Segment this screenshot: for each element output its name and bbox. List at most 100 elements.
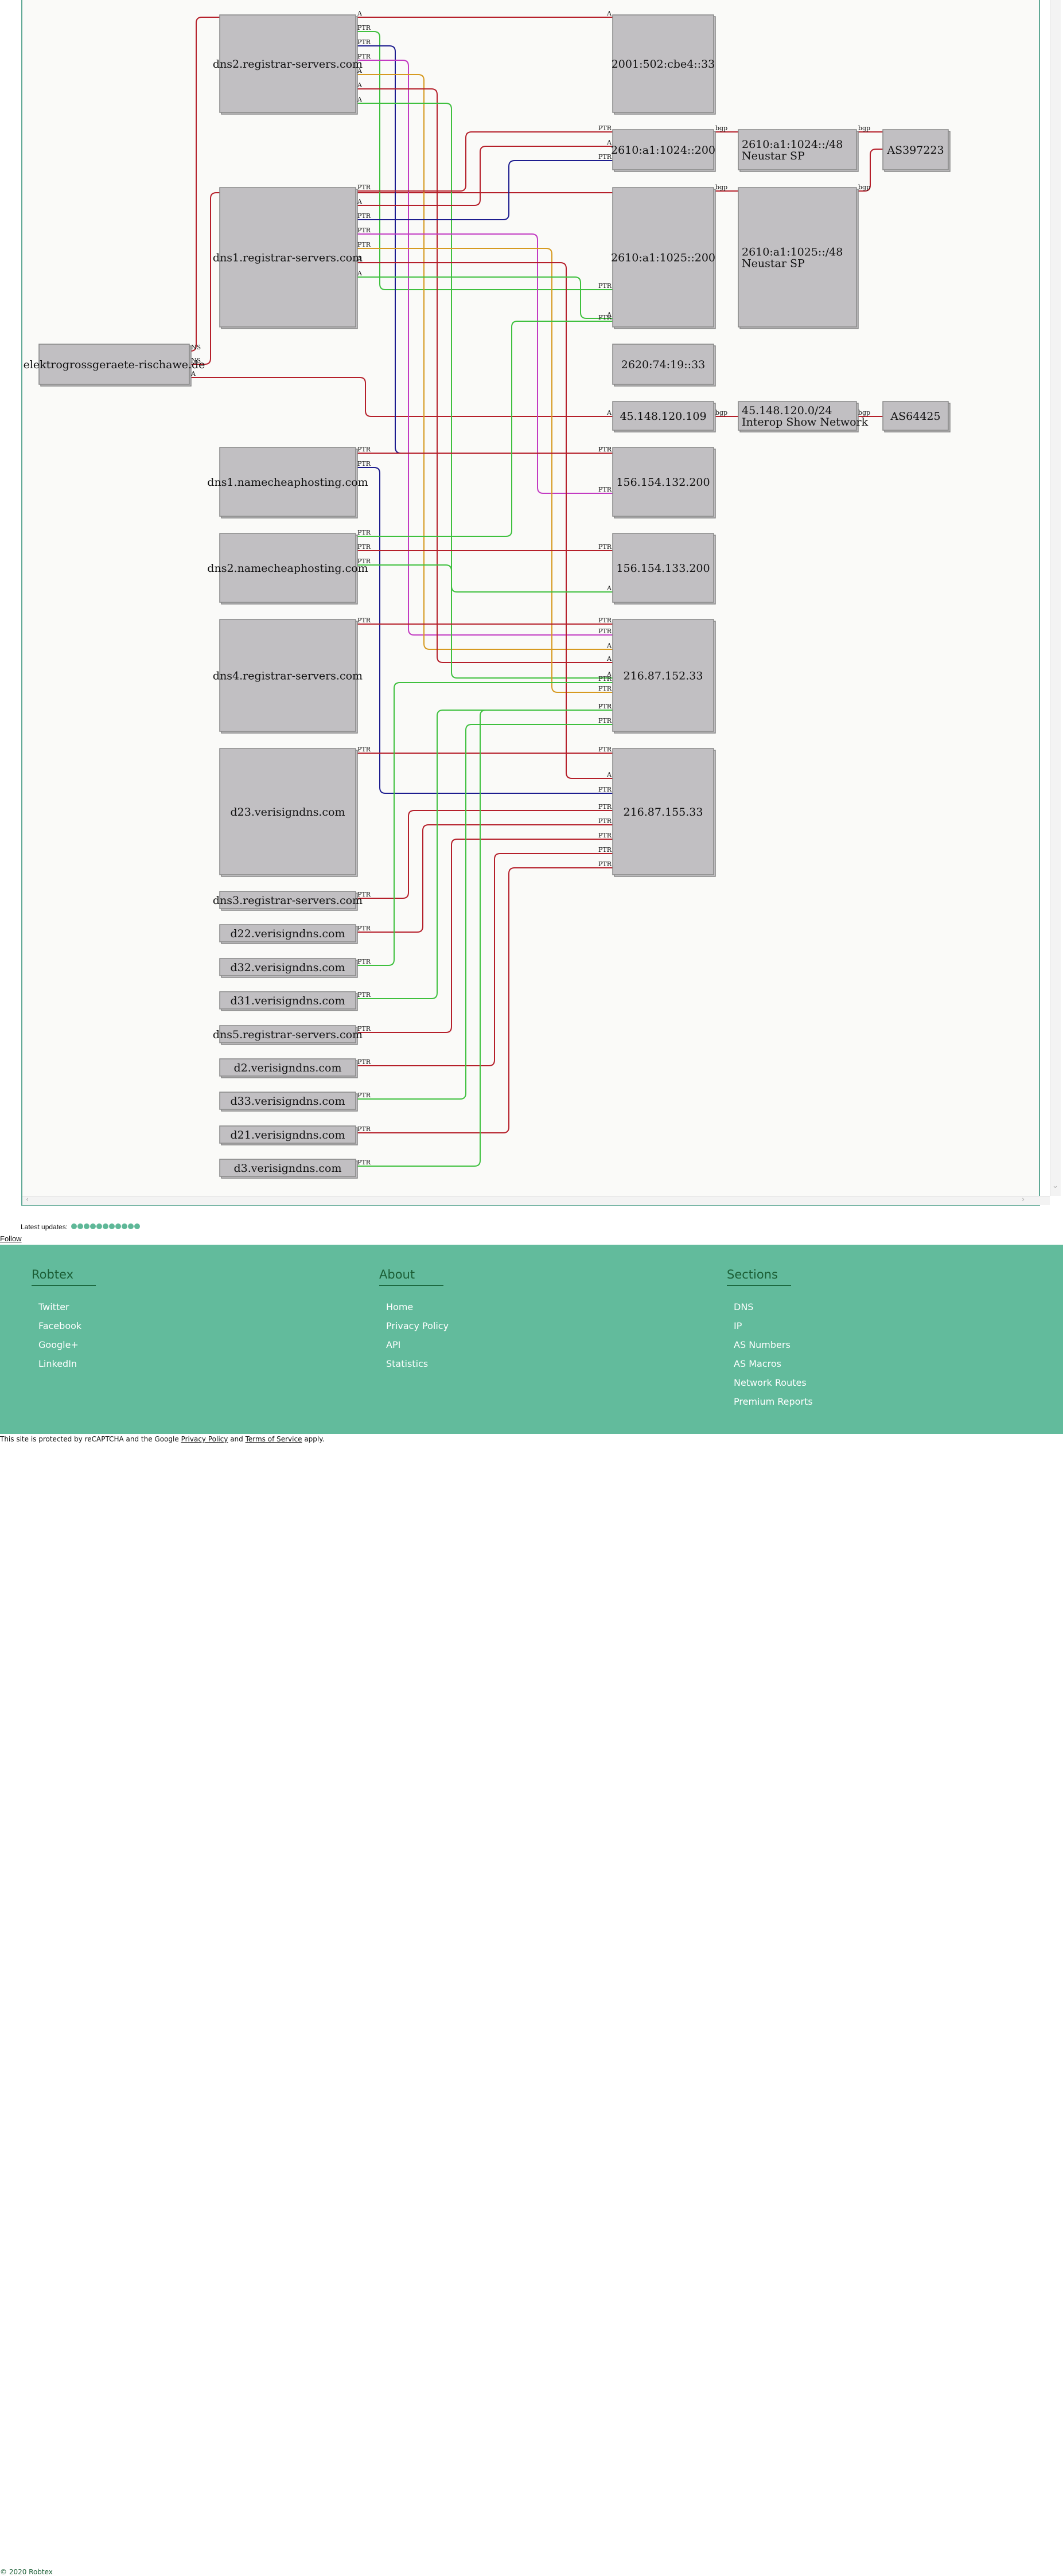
graph-node-d21[interactable]: d21.verisigndns.com [219, 1125, 358, 1145]
node-box[interactable] [738, 187, 857, 328]
node-box[interactable] [219, 891, 356, 909]
update-dot[interactable] [77, 1223, 84, 1229]
node-box[interactable] [219, 1058, 356, 1077]
node-box[interactable] [38, 344, 190, 385]
graph-node-as2[interactable]: AS64425 [882, 401, 951, 432]
graph-node-dns3rs[interactable]: dns3.registrar-servers.com [213, 891, 363, 911]
graph-node-d3[interactable]: d3.verisigndns.com [219, 1159, 358, 1179]
node-box[interactable] [882, 129, 949, 170]
node-box[interactable] [219, 991, 356, 1010]
update-dots[interactable] [71, 1223, 141, 1231]
node-box[interactable] [882, 401, 949, 431]
graph-node-dns2nc[interactable]: dns2.namecheaphosting.com [207, 533, 368, 605]
graph-node-dns4rs[interactable]: dns4.registrar-servers.com [213, 619, 363, 734]
horizontal-scrollbar[interactable]: ‹ › [22, 1195, 1050, 1205]
graph-node-dns1nc[interactable]: dns1.namecheaphosting.com [207, 447, 368, 519]
footer-link-googleplus[interactable]: Google+ [38, 1339, 79, 1350]
graph-node-elektro[interactable]: elektrogrossgeraete-rischawe.de [24, 344, 205, 387]
update-dot[interactable] [128, 1223, 134, 1229]
footer-link-premium-reports[interactable]: Premium Reports [734, 1396, 813, 1407]
graph-edge [356, 839, 613, 1033]
node-box[interactable] [219, 748, 356, 875]
node-box[interactable] [612, 447, 714, 517]
node-box[interactable] [612, 187, 714, 328]
graph-node-ip6a[interactable]: 2001:502:cbe4::33 [612, 14, 716, 115]
footer-link-api[interactable]: API [386, 1339, 401, 1350]
graph-node-d31[interactable]: d31.verisigndns.com [219, 991, 358, 1011]
footer-link-facebook[interactable]: Facebook [38, 1320, 82, 1331]
update-dot[interactable] [90, 1223, 96, 1229]
update-dot[interactable] [103, 1223, 109, 1229]
google-terms-link[interactable]: Terms of Service [245, 1435, 302, 1443]
node-box[interactable] [219, 1125, 356, 1144]
graph-node-d33[interactable]: d33.verisigndns.com [219, 1092, 358, 1112]
update-dot[interactable] [122, 1223, 128, 1229]
update-dot[interactable] [96, 1223, 103, 1229]
follow-link[interactable]: Follow [0, 1234, 22, 1243]
node-box[interactable] [738, 129, 857, 170]
footer-link-privacy[interactable]: Privacy Policy [386, 1320, 449, 1331]
graph-node-d23[interactable]: d23.verisigndns.com [219, 748, 358, 877]
node-box[interactable] [612, 344, 714, 385]
node-box[interactable] [612, 14, 714, 113]
graph-node-d22[interactable]: d22.verisigndns.com [219, 924, 358, 944]
node-label: Neustar SP [742, 150, 805, 162]
graph-node-ip6d[interactable]: 2620:74:19::33 [612, 344, 716, 387]
edge-label: PTR [357, 558, 371, 565]
update-dot[interactable] [109, 1223, 115, 1229]
graph-node-ip4e[interactable]: 216.87.155.33 [612, 748, 716, 877]
footer-link-as-numbers[interactable]: AS Numbers [734, 1339, 791, 1350]
graph-node-dns2rs[interactable]: dns2.registrar-servers.com [213, 14, 363, 115]
footer-link-dns[interactable]: DNS [734, 1301, 754, 1312]
footer-link-home[interactable]: Home [386, 1301, 414, 1312]
scroll-down-arrow-icon[interactable]: ⌄ [1052, 1182, 1058, 1190]
node-box[interactable] [219, 187, 356, 328]
vertical-scrollbar[interactable]: ⌄ [1050, 0, 1061, 1196]
node-box[interactable] [612, 619, 714, 732]
graph-edge [356, 710, 613, 999]
node-box[interactable] [219, 447, 356, 517]
node-box[interactable] [219, 1092, 356, 1110]
scroll-right-arrow-icon[interactable]: › [1022, 1195, 1025, 1204]
footer-link-as-macros[interactable]: AS Macros [734, 1358, 781, 1369]
graph-node-dns5rs[interactable]: dns5.registrar-servers.com [213, 1025, 363, 1045]
update-dot[interactable] [71, 1223, 77, 1229]
graph-node-ip6b[interactable]: 2610:a1:1024::200 [611, 129, 716, 172]
node-box[interactable] [219, 924, 356, 942]
node-box[interactable] [219, 14, 356, 113]
graph-node-ip4d[interactable]: 216.87.152.33 [612, 619, 716, 734]
node-box[interactable] [219, 619, 356, 732]
graph-node-as1[interactable]: AS397223 [882, 129, 951, 172]
graph-node-d32[interactable]: d32.verisigndns.com [219, 958, 358, 978]
graph-node-ip4b[interactable]: 156.154.132.200 [612, 447, 716, 519]
footer-link-statistics[interactable]: Statistics [386, 1358, 429, 1369]
node-box[interactable] [612, 748, 714, 875]
update-dot[interactable] [115, 1223, 122, 1229]
graph-edge [356, 321, 613, 537]
footer-link-linkedin[interactable]: LinkedIn [38, 1358, 77, 1369]
footer-link-twitter[interactable]: Twitter [38, 1301, 69, 1312]
graph-edge [356, 682, 613, 966]
graph-node-d2[interactable]: d2.verisigndns.com [219, 1058, 358, 1078]
update-dot[interactable] [84, 1223, 90, 1229]
node-box[interactable] [738, 401, 857, 431]
node-box[interactable] [219, 1159, 356, 1177]
node-box[interactable] [612, 533, 714, 603]
scroll-left-arrow-icon[interactable]: ‹ [26, 1195, 29, 1204]
footer-link-network-routes[interactable]: Network Routes [734, 1377, 807, 1388]
google-privacy-link[interactable]: Privacy Policy [181, 1435, 228, 1443]
node-box[interactable] [219, 1025, 356, 1043]
graph-node-ip4c[interactable]: 156.154.133.200 [612, 533, 716, 605]
graph-node-ip4a[interactable]: 45.148.120.109 [612, 401, 716, 432]
node-box[interactable] [219, 958, 356, 976]
footer-link-ip[interactable]: IP [734, 1320, 742, 1331]
node-box[interactable] [612, 401, 714, 431]
node-box[interactable] [612, 129, 714, 170]
graph-node-ip6c[interactable]: 2610:a1:1025::200 [611, 187, 716, 329]
update-dot[interactable] [134, 1223, 141, 1229]
node-box[interactable] [219, 533, 356, 603]
graph-node-dns1rs[interactable]: dns1.registrar-servers.com [213, 187, 363, 329]
